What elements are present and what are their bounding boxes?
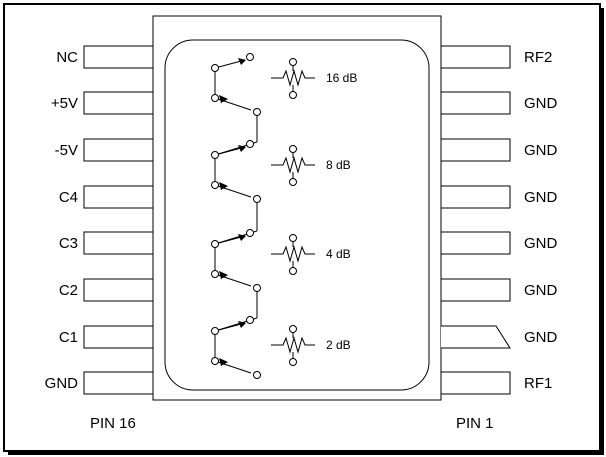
attenuator-stage: 4 dB [271, 234, 351, 275]
attenuator-stages: 16 dB 8 dB 4 dB 2 dB [271, 58, 357, 366]
switch-arrow [238, 234, 246, 241]
pin-16-label: PIN 16 [90, 415, 136, 432]
resistor-node [289, 58, 297, 66]
right-pin-label: GND [524, 282, 558, 299]
switch-node [253, 108, 261, 116]
resistor-node [289, 358, 297, 366]
left-pin-label: C1 [59, 329, 78, 346]
attenuation-label: 2 dB [326, 338, 351, 352]
left-pin-13 [83, 185, 154, 209]
left-pin-label: NC [56, 49, 78, 66]
switch-node [253, 371, 261, 379]
right-pin-label: GND [524, 189, 558, 206]
left-pin-label: C2 [59, 282, 78, 299]
left-pin-15 [83, 91, 154, 115]
attenuation-label: 4 dB [326, 247, 351, 261]
switch-node [211, 151, 219, 159]
switch-node [246, 53, 254, 61]
right-pin-label: RF1 [524, 375, 552, 392]
switch-arrow [219, 271, 228, 279]
switch-arrow [238, 321, 246, 328]
switch-node [246, 140, 254, 148]
right-pin-5 [440, 185, 511, 209]
attenuator-stage: 2 dB [271, 325, 351, 366]
right-pin-label: GND [524, 235, 558, 252]
right-pin-2 [441, 325, 511, 349]
resistor-node [289, 325, 297, 333]
right-pin-label: GND [524, 142, 558, 159]
switch-arrow [219, 95, 228, 103]
resistor-symbol [271, 156, 315, 174]
left-pin-label: GND [45, 375, 79, 392]
switch-node [211, 94, 219, 102]
right-pin-1 [440, 371, 511, 395]
pin-1-label: PIN 1 [456, 415, 494, 432]
attenuation-label: 16 dB [326, 71, 357, 85]
right-pin-3 [440, 278, 511, 302]
left-pin-label: C4 [59, 189, 78, 206]
right-pin-8 [440, 45, 511, 69]
right-pin-label: GND [524, 95, 558, 112]
left-pin-label: +5V [51, 95, 78, 112]
left-pin-12 [83, 231, 154, 255]
resistor-symbol [271, 336, 315, 354]
switch-node [211, 240, 219, 248]
attenuation-label: 8 dB [326, 158, 351, 172]
switch-arrow [219, 358, 228, 366]
right-pin-4 [440, 231, 511, 255]
switch-node [211, 64, 219, 72]
switch-arrow [219, 182, 228, 190]
resistor-symbol [271, 69, 315, 87]
switch-arrow [238, 58, 246, 65]
switch-node [253, 195, 261, 203]
left-pin-11 [83, 278, 154, 302]
right-pin-7 [440, 91, 511, 115]
switch-arrow [238, 145, 246, 152]
switch-node [211, 357, 219, 365]
left-pin-16 [83, 45, 154, 69]
left-pin-14 [83, 138, 154, 162]
resistor-symbol [271, 245, 315, 263]
switch-chain [211, 53, 261, 379]
resistor-node [289, 178, 297, 186]
left-pin-label: C3 [59, 235, 78, 252]
resistor-node [289, 234, 297, 242]
switch-node [246, 316, 254, 324]
resistor-node [289, 267, 297, 275]
right-pin-label: RF2 [524, 49, 552, 66]
switch-node [211, 270, 219, 278]
switch-node [211, 327, 219, 335]
switch-node [211, 181, 219, 189]
resistor-node [289, 91, 297, 99]
switch-node [253, 284, 261, 292]
attenuator-stage: 8 dB [271, 145, 351, 186]
attenuator-stage: 16 dB [271, 58, 357, 99]
left-pin-10 [83, 325, 154, 349]
right-pin-6 [440, 138, 511, 162]
resistor-node [289, 145, 297, 153]
ic-die-outline [164, 39, 430, 391]
left-pin-9 [83, 371, 154, 395]
right-pin-label: GND [524, 329, 558, 346]
switch-node [246, 229, 254, 237]
left-pin-label: -5V [55, 142, 78, 159]
